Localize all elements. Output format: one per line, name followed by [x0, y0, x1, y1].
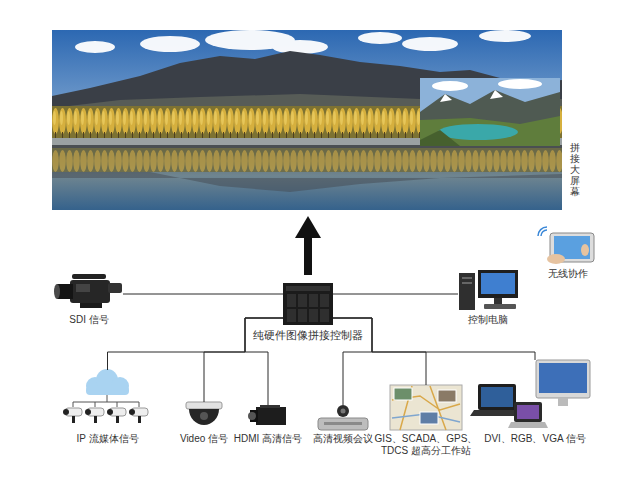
control-pc: 控制电脑 [458, 270, 518, 310]
box-camera-icon [248, 405, 286, 425]
signal-line [333, 294, 458, 295]
connector-path [108, 318, 284, 370]
vertical-label: 拼接大屏幕 [570, 142, 580, 197]
landscape-screen [52, 30, 562, 210]
controller-icon [283, 283, 333, 325]
device-label: IP 流媒体信号 [76, 433, 138, 445]
device-label: Video 信号 [180, 433, 228, 445]
device-label: 控制电脑 [468, 314, 508, 326]
tablet-device: 无线协作 [540, 228, 596, 264]
signal-line [108, 318, 284, 370]
inset-image [420, 78, 560, 146]
ip-stream-source: IP 流媒体信号 [60, 370, 155, 428]
gis-map-icon [390, 385, 462, 430]
sdi-camera: SDI 信号 [55, 273, 123, 309]
splice-controller: 纯硬件图像拼接控制器 [283, 283, 333, 325]
tablet-icon [538, 227, 594, 264]
device-label: GIS、SCADA、GPS、 TDCS 超高分工作站 [374, 433, 478, 457]
hdmi-source: HDMI 高清信号 [250, 405, 286, 427]
video-conference-icon [318, 405, 368, 430]
big-arrow [295, 216, 321, 275]
workstation-source: GIS、SCADA、GPS、 TDCS 超高分工作站 [390, 385, 462, 430]
device-label: 纯硬件图像拼接控制器 [253, 329, 363, 341]
video-source: Video 信号 [184, 402, 224, 430]
ip-cloud-cameras-icon [63, 369, 148, 423]
control-pc-icon [459, 270, 518, 310]
splice-screen: 拼接大屏幕 [52, 30, 562, 210]
signal-line [123, 294, 283, 295]
computers-icon [470, 360, 590, 428]
computer-source: DVI、RGB、VGA 信号 [478, 360, 592, 432]
device-label: HDMI 高清信号 [234, 433, 302, 445]
device-label: 无线协作 [548, 268, 588, 280]
conference-source: 高清视频会议 [318, 405, 368, 431]
connector-path [123, 294, 283, 295]
device-label: DVI、RGB、VGA 信号 [484, 433, 586, 445]
device-label: SDI 信号 [69, 314, 108, 326]
connector-path [304, 237, 312, 275]
device-label: 高清视频会议 [313, 433, 373, 445]
arrow-head [295, 216, 321, 238]
dome-camera-icon [186, 402, 222, 425]
connector-path [333, 294, 458, 295]
sdi-camera-icon [54, 274, 122, 308]
